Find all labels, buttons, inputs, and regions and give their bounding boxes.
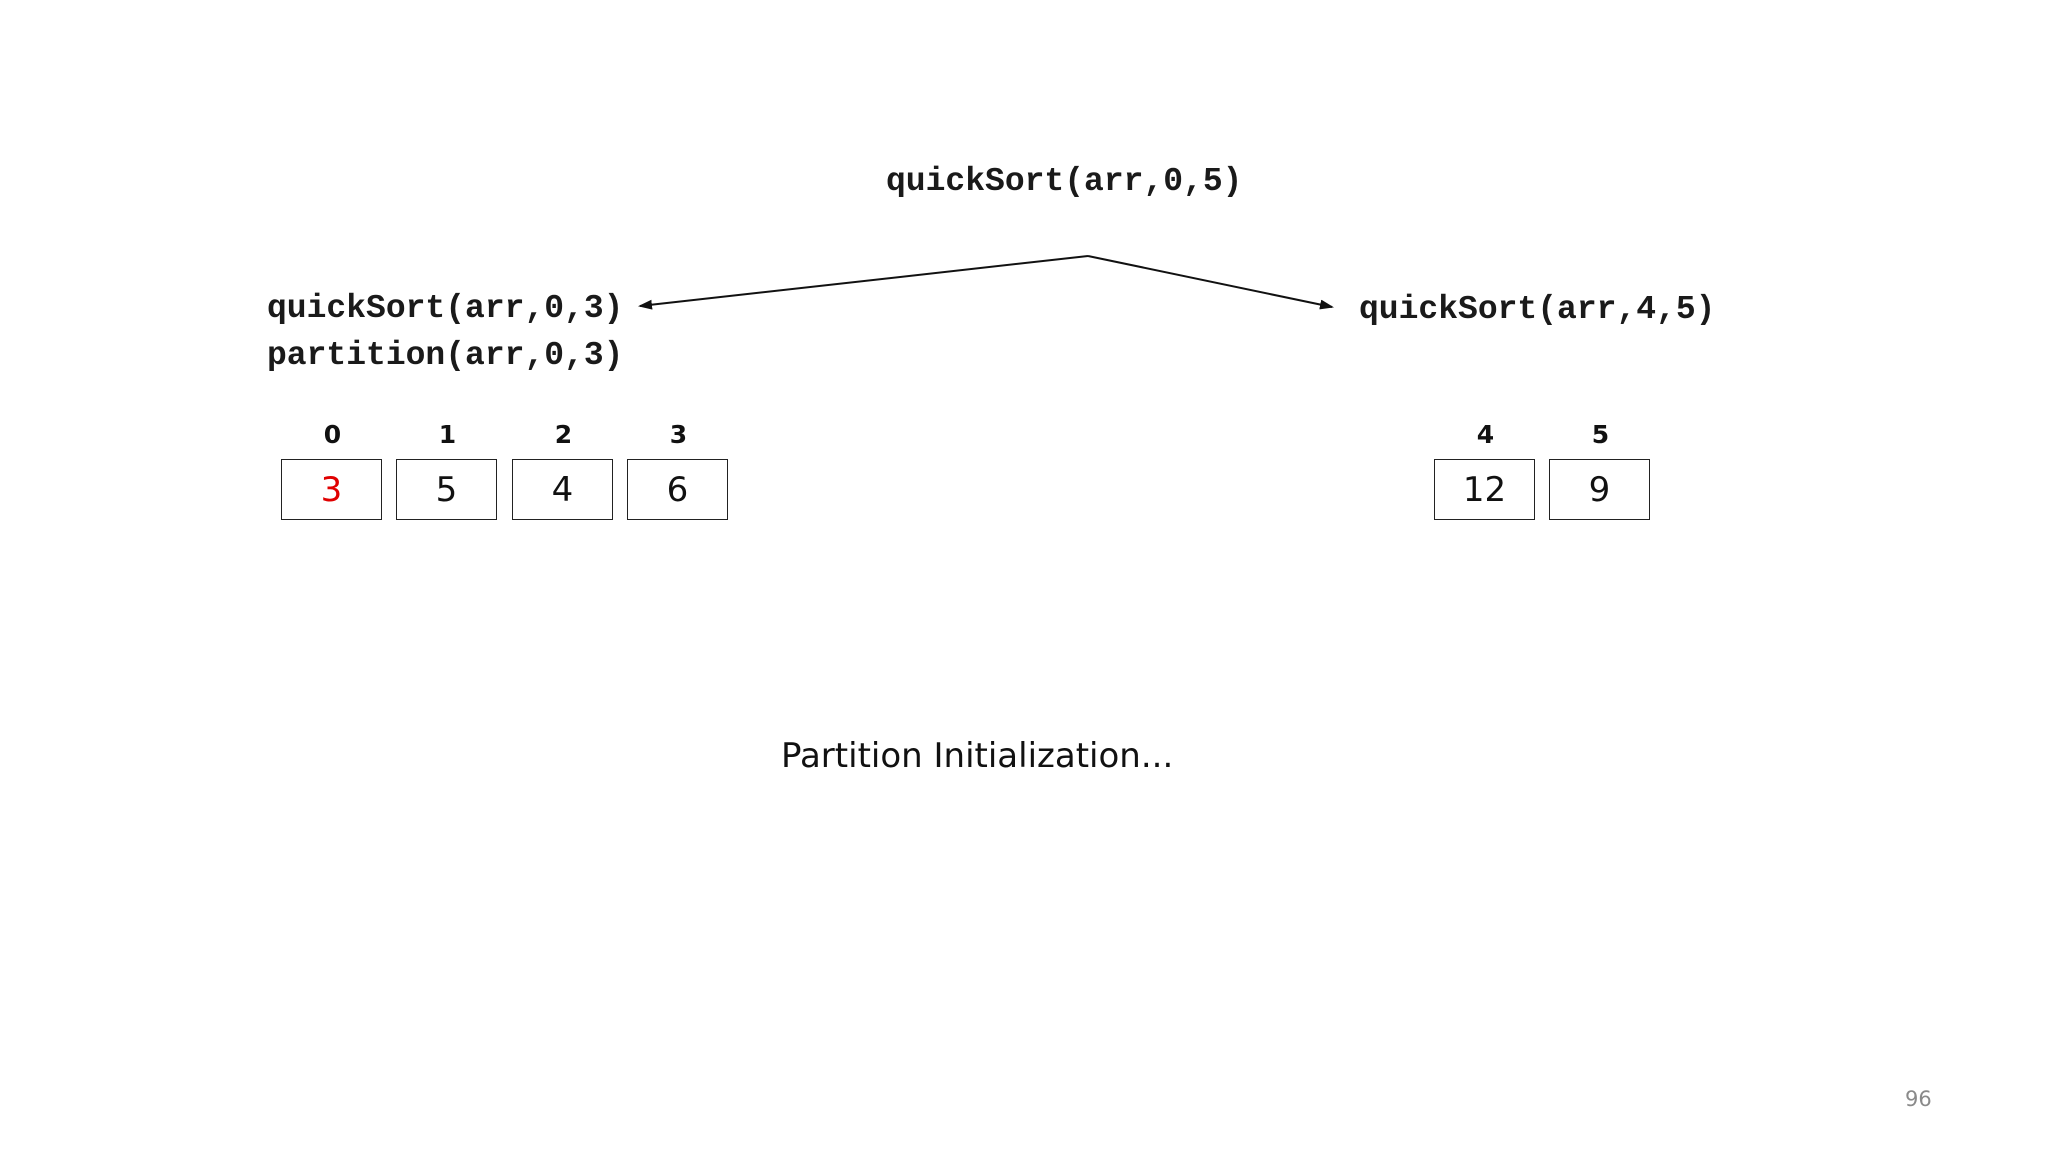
- array-cell: 4: [512, 459, 613, 520]
- partition-call-label: partition(arr,0,3): [267, 337, 624, 374]
- arrow-to-left-call: [638, 255, 1089, 310]
- array-index: 5: [1591, 420, 1610, 449]
- array-index: 2: [554, 420, 573, 449]
- array-cell-pivot: 3: [281, 459, 382, 520]
- array-cell: 5: [396, 459, 497, 520]
- array-cell: 6: [627, 459, 728, 520]
- slide-caption: Partition Initialization...: [781, 736, 1174, 776]
- array-cell: 9: [1549, 459, 1650, 520]
- arrow-to-right-call: [1087, 255, 1334, 310]
- page-number: 96: [1905, 1087, 1932, 1111]
- array-index: 4: [1476, 420, 1495, 449]
- array-index: 0: [323, 420, 342, 449]
- array-index: 1: [438, 420, 457, 449]
- right-call-label: quickSort(arr,4,5): [1359, 291, 1716, 328]
- root-call-label: quickSort(arr,0,5): [886, 163, 1243, 200]
- array-index: 3: [669, 420, 688, 449]
- array-cell: 12: [1434, 459, 1535, 520]
- left-call-label: quickSort(arr,0,3): [267, 290, 624, 327]
